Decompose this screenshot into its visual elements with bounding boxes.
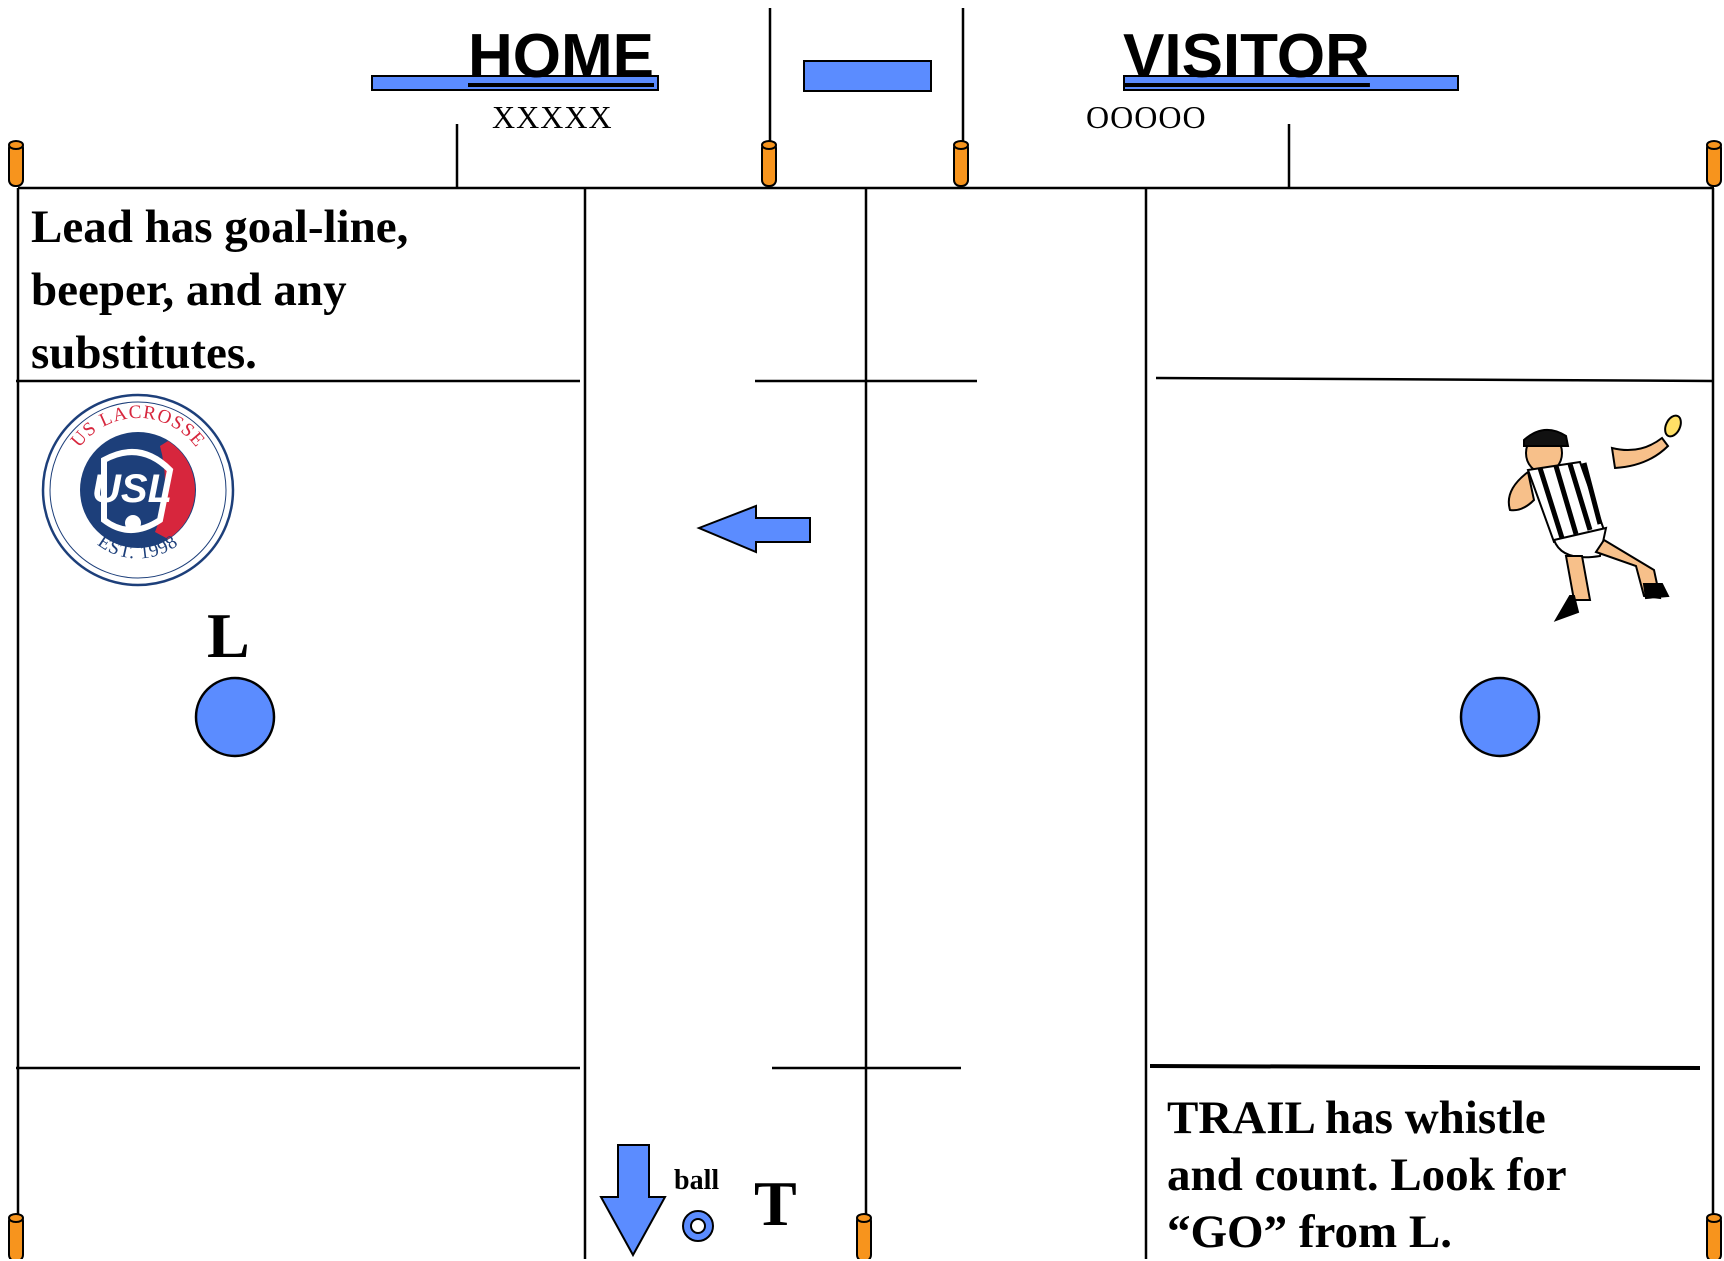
cone-icon bbox=[762, 141, 776, 186]
trail-note-line: “GO” from L. bbox=[1167, 1204, 1567, 1261]
left-arrow-icon bbox=[699, 506, 810, 552]
cone-icon bbox=[954, 141, 968, 186]
trail-note-line: and count. Look for bbox=[1167, 1147, 1567, 1204]
cone-icon bbox=[1707, 141, 1721, 186]
logo-center-text: USL bbox=[92, 467, 172, 511]
cone-icon bbox=[1707, 1214, 1721, 1259]
lead-note-line: beeper, and any bbox=[31, 259, 408, 322]
trail-official-label: T bbox=[754, 1172, 797, 1236]
visitor-roster: OOOOO bbox=[1086, 100, 1207, 134]
down-arrow-icon bbox=[601, 1145, 665, 1255]
lead-note-line: Lead has goal-line, bbox=[31, 196, 408, 259]
lead-note: Lead has goal-line, beeper, and any subs… bbox=[31, 196, 408, 385]
visitor-team-label: VISITOR bbox=[1123, 26, 1370, 88]
lead-official-label: L bbox=[207, 604, 250, 668]
lead-official-marker bbox=[196, 678, 274, 756]
trail-note: TRAIL has whistle and count. Look for “G… bbox=[1167, 1090, 1567, 1261]
lead-note-line: substitutes. bbox=[31, 322, 408, 385]
referee-icon bbox=[1509, 413, 1684, 620]
cone-icon bbox=[9, 1214, 23, 1259]
ball-label: ball bbox=[674, 1166, 719, 1196]
cone-icon bbox=[9, 141, 23, 186]
cone-icon bbox=[857, 1214, 871, 1259]
visitor-official-marker bbox=[1461, 678, 1539, 756]
trail-note-line: TRAIL has whistle bbox=[1167, 1090, 1567, 1147]
center-score-bar bbox=[804, 61, 931, 91]
home-team-label: HOME bbox=[468, 26, 654, 88]
home-roster: XXXXX bbox=[492, 100, 613, 134]
usl-logo-icon: USL US LACROSSE EST. 1998 bbox=[43, 395, 233, 585]
ball-icon bbox=[683, 1211, 713, 1241]
